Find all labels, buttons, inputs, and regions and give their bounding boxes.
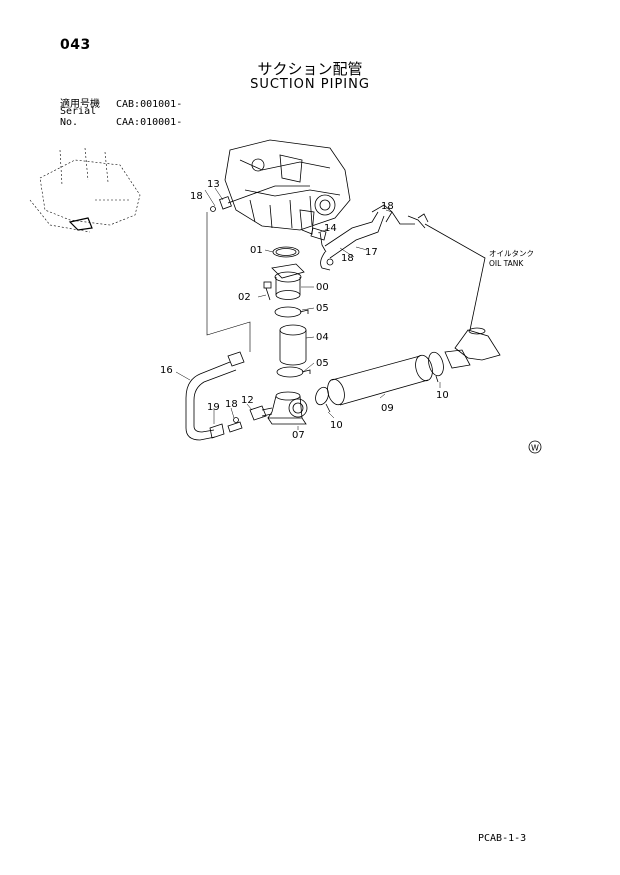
serial-row-number: Serial No. CAA:010001-: [60, 106, 182, 128]
callout-00: 00: [316, 282, 329, 293]
callout-05-upper: 05: [316, 303, 329, 314]
oil-tank-label-en: OIL TANK: [489, 259, 524, 268]
callout-10-left: 10: [330, 420, 343, 431]
callout-10-right: 10: [436, 390, 449, 401]
serial-value: CAB:001001-: [116, 99, 183, 110]
serial-row-applicable: 適用号機 CAB:001001-: [60, 95, 182, 110]
callout-01: 01: [250, 245, 263, 256]
serial-label: Serial No.: [60, 106, 97, 128]
callout-16: 16: [160, 365, 173, 376]
pump-location-mark: [68, 217, 93, 231]
suction-hose: [327, 354, 433, 406]
page-number: 043: [60, 37, 91, 53]
leader-lines: [175, 187, 441, 430]
callout-02: 02: [238, 292, 251, 303]
page-title-en: SUCTION PIPING: [250, 77, 370, 92]
w-mark-label: W: [531, 444, 539, 453]
callout-19: 19: [207, 402, 220, 413]
callout-05-lower: 05: [316, 358, 329, 369]
callout-09: 09: [381, 403, 394, 414]
callout-18-upper: 18: [190, 191, 203, 202]
callout-18-tank-line: 18: [381, 201, 394, 212]
callout-12: 12: [241, 395, 254, 406]
machine-silhouette: [29, 147, 141, 233]
callout-07: 07: [292, 430, 305, 441]
callout-13: 13: [207, 179, 220, 190]
w-circle-mark: [528, 440, 542, 454]
callout-18-lower: 18: [225, 399, 238, 410]
oil-tank-label-jp: オイルタンク: [489, 249, 534, 258]
callout-04: 04: [316, 332, 329, 343]
page-title-jp: サクション配管: [257, 60, 363, 78]
callout-14: 14: [324, 223, 337, 234]
page-code: PCAB-1-3: [478, 833, 527, 844]
callout-17: 17: [365, 247, 378, 258]
tee-fitting: [267, 391, 308, 425]
serial-label: 適用号機: [60, 99, 100, 110]
callout-labels: 13 18 01 14 18 17 18 02 00 05 04 05 16 1…: [160, 179, 449, 441]
serial-value: CAA:010001-: [116, 117, 183, 128]
oil-tank-port: [444, 327, 501, 369]
pressure-hose: [185, 351, 245, 441]
callout-18-branch: 18: [341, 253, 354, 264]
pump-assembly: [224, 139, 351, 235]
